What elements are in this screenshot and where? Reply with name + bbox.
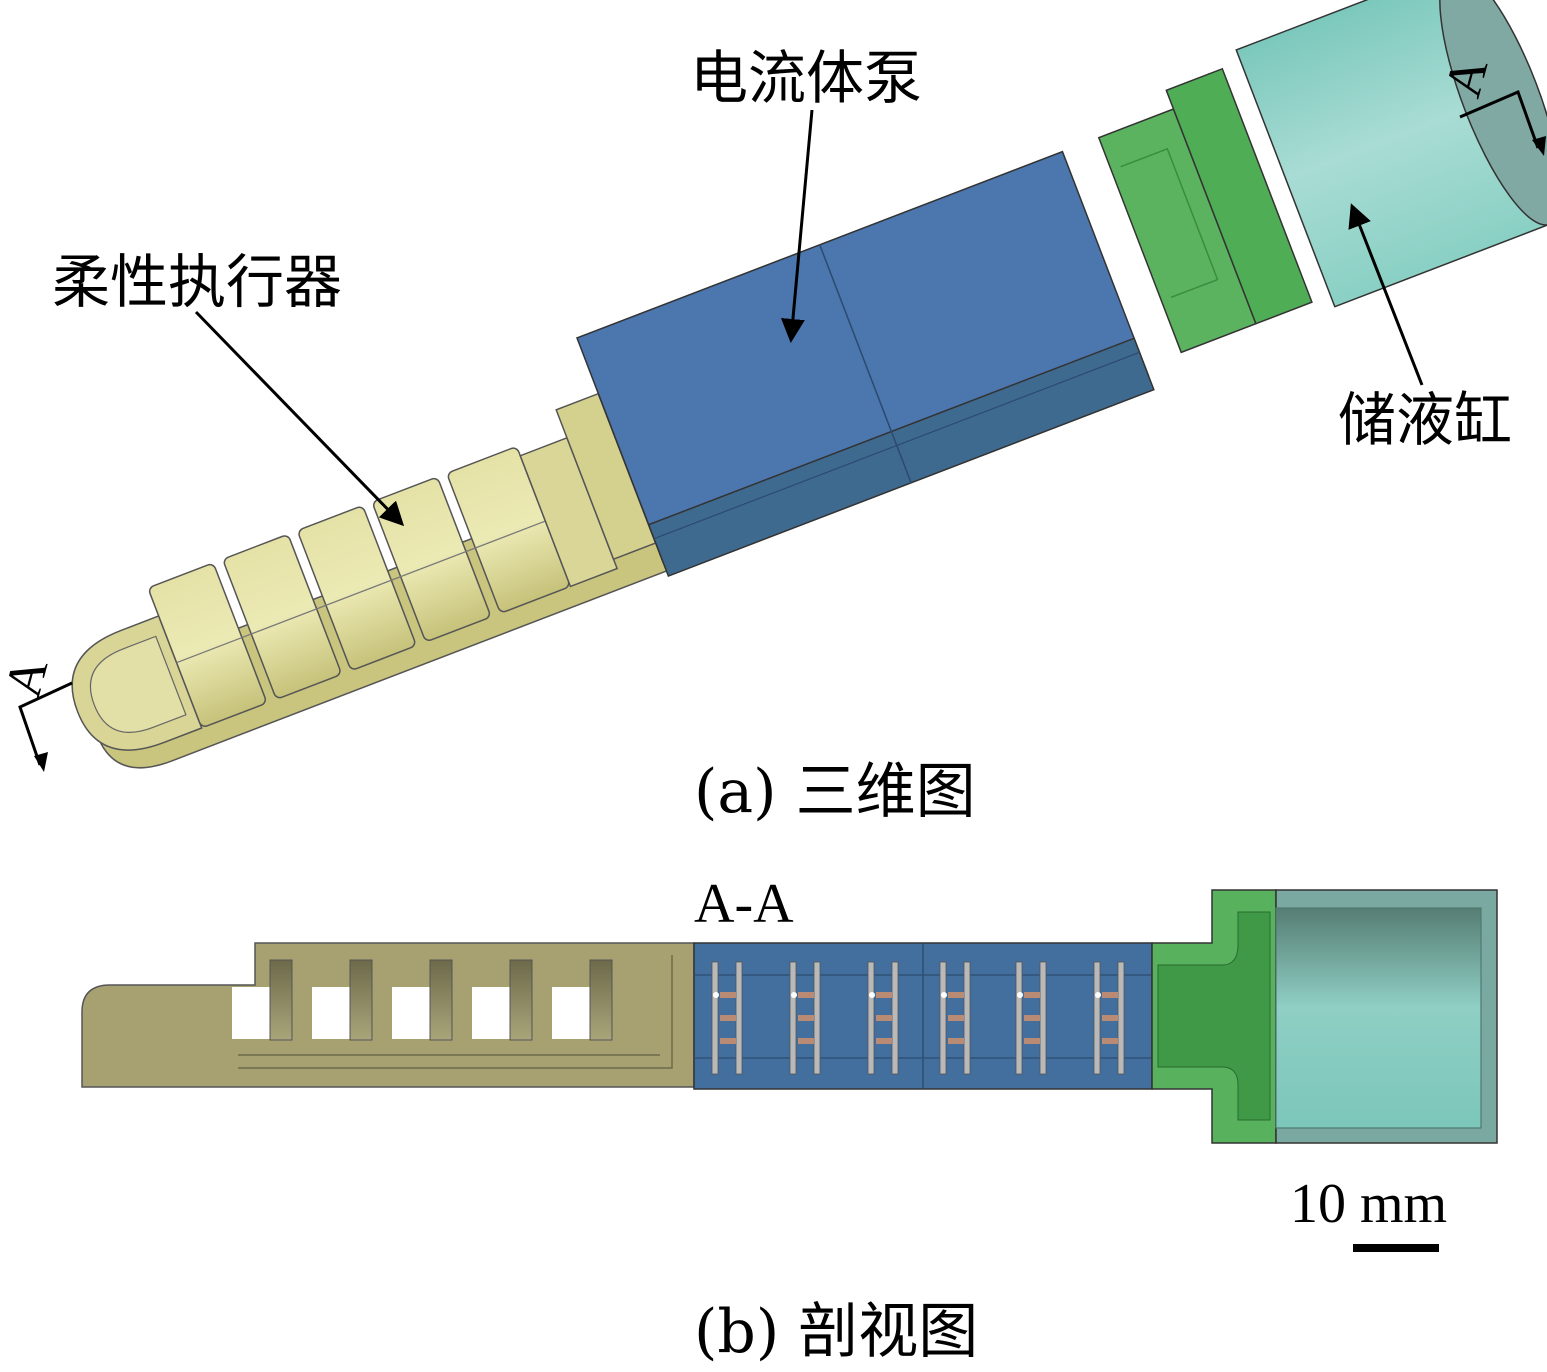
electrode-pin	[876, 1038, 892, 1044]
svg-text:10 mm: 10 mm	[1290, 1173, 1447, 1235]
reservoir-section	[1275, 889, 1498, 1144]
leader-pump	[780, 109, 814, 343]
electrode-plate	[1015, 961, 1023, 1075]
electrode-pin	[798, 1038, 814, 1044]
electrode-plate	[963, 961, 971, 1075]
electrode-pin	[876, 1015, 892, 1021]
scale-bar: 10 mm	[1290, 1173, 1447, 1252]
electrode-pin	[798, 1015, 814, 1021]
electrode-pin	[948, 1015, 964, 1021]
panel-b-section-view: A-A	[81, 873, 1498, 1367]
svg-text:A: A	[0, 652, 59, 703]
leader-actuator	[194, 310, 405, 527]
electrode-dot	[791, 992, 797, 998]
electrode-plate	[867, 961, 875, 1075]
flexible-actuator-3d	[71, 392, 696, 769]
electrode-plate	[711, 961, 719, 1075]
electrode-plate	[1039, 961, 1047, 1075]
electrode-pin	[720, 992, 736, 998]
caption-b: (b) 剖视图	[694, 1297, 978, 1367]
label-actuator: 柔性执行器	[52, 248, 342, 316]
ehd-pump-3d	[576, 150, 1155, 578]
electrode-pin	[1024, 1038, 1040, 1044]
electrode-plate	[1117, 961, 1125, 1075]
label-reservoir: 储液缸	[1338, 386, 1512, 454]
electrode-pin	[1024, 992, 1040, 998]
section-title: A-A	[694, 873, 794, 935]
electrode-pin	[720, 1015, 736, 1021]
electrode-pin	[948, 992, 964, 998]
electrode-pin	[720, 1038, 736, 1044]
electrode-plate	[1093, 961, 1101, 1075]
electrode-pin	[1102, 1038, 1118, 1044]
label-pump: 电流体泵	[690, 44, 922, 112]
electrode-plate	[813, 961, 821, 1075]
electrode-dot	[713, 992, 719, 998]
electrode-plate	[939, 961, 947, 1075]
actuator-slots	[232, 955, 673, 1069]
panel-a-3d-view: A A 电流体泵 柔性执行器 储液缸 (a) 三维图	[0, 0, 1547, 827]
electrode-dot	[941, 992, 947, 998]
actuator-chambers	[148, 447, 570, 728]
section-marker-bottom-left: A	[0, 652, 73, 772]
reservoir-3d	[1235, 0, 1547, 308]
caption-a: (a) 三维图	[694, 757, 976, 827]
leader-reservoir	[1348, 203, 1424, 386]
pump-section	[693, 942, 1153, 1090]
electrode-pin	[948, 1038, 964, 1044]
connector-section	[1151, 889, 1277, 1144]
electrode-plate	[789, 961, 797, 1075]
electrode-pairs	[711, 961, 1125, 1075]
connector-3d	[1097, 67, 1313, 354]
electrode-plate	[891, 961, 899, 1075]
electrode-plate	[735, 961, 743, 1075]
electrode-pin	[1102, 1015, 1118, 1021]
actuator-section	[81, 942, 695, 1088]
electrode-pin	[1102, 992, 1118, 998]
electrode-dot	[869, 992, 875, 998]
electrode-pin	[798, 992, 814, 998]
electrode-dot	[1095, 992, 1101, 998]
electrode-dot	[1017, 992, 1023, 998]
electrode-pin	[1024, 1015, 1040, 1021]
electrode-pin	[876, 992, 892, 998]
